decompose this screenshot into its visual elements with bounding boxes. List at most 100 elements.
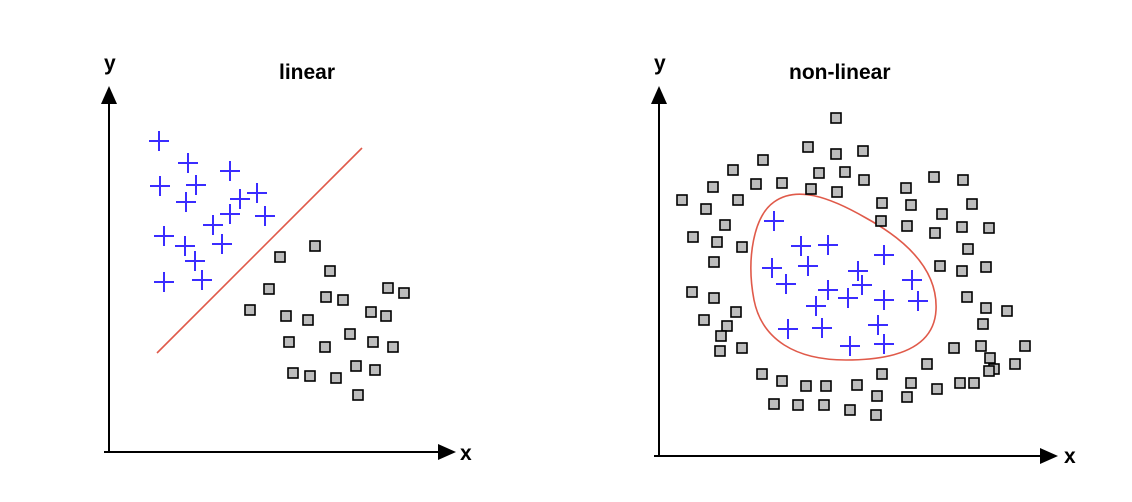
x-axis-label: x [460, 442, 472, 465]
plus-marker [791, 236, 811, 256]
plus-marker [176, 192, 196, 212]
square-marker [876, 197, 888, 209]
square-marker [700, 203, 712, 215]
plus-marker [203, 215, 223, 235]
plus-marker [798, 256, 818, 276]
square-marker [715, 330, 727, 342]
plus-marker [186, 175, 206, 195]
plus-marker [154, 226, 174, 246]
square-marker [961, 291, 973, 303]
plus-marker [848, 261, 868, 281]
square-marker [830, 112, 842, 124]
square-marker [708, 292, 720, 304]
panel-title: non-linear [789, 61, 891, 84]
square-marker [802, 141, 814, 153]
square-marker [839, 166, 851, 178]
plus-marker [874, 290, 894, 310]
non-linear-diagram: y non-linear x [651, 52, 1076, 468]
square-marker [844, 404, 856, 416]
y-axis-arrow-icon [101, 86, 117, 104]
square-marker [274, 251, 286, 263]
square-marker [382, 282, 394, 294]
square-marker [686, 286, 698, 298]
panel-non-linear: y non-linear x [566, 0, 1132, 502]
square-marker [730, 306, 742, 318]
square-marker [756, 368, 768, 380]
square-marker [757, 154, 769, 166]
square-marker [320, 291, 332, 303]
plus-marker [178, 153, 198, 173]
square-class-points [676, 112, 1031, 421]
plus-marker [874, 334, 894, 354]
linear-diagram: y linear x [101, 52, 472, 465]
plus-marker [840, 336, 860, 356]
square-marker [928, 171, 940, 183]
square-marker [687, 231, 699, 243]
plus-marker [192, 270, 212, 290]
y-axis-label: y [654, 52, 666, 75]
square-marker [962, 243, 974, 255]
square-marker [975, 340, 987, 352]
square-marker [324, 265, 336, 277]
x-axis-label: x [1064, 445, 1076, 468]
square-marker [708, 256, 720, 268]
square-marker [719, 219, 731, 231]
square-marker [876, 368, 888, 380]
square-marker [352, 389, 364, 401]
y-axis-arrow-icon [651, 86, 667, 104]
plus-marker [778, 319, 798, 339]
plus-class-points [149, 131, 275, 292]
plus-marker [220, 161, 240, 181]
square-marker [707, 181, 719, 193]
plus-marker [220, 204, 240, 224]
square-marker [676, 194, 688, 206]
plus-marker [150, 176, 170, 196]
plus-marker [185, 251, 205, 271]
plus-marker [175, 236, 195, 256]
square-marker [977, 318, 989, 330]
panel-linear: y linear x [101, 52, 472, 465]
linear-decision-boundary [156, 147, 363, 354]
square-marker [750, 178, 762, 190]
square-marker [956, 265, 968, 277]
plus-marker [255, 206, 275, 226]
square-marker [287, 367, 299, 379]
square-marker [776, 375, 788, 387]
square-marker [805, 183, 817, 195]
square-marker [732, 194, 744, 206]
square-marker [948, 342, 960, 354]
square-marker [857, 145, 869, 157]
square-marker [957, 174, 969, 186]
plus-marker [874, 245, 894, 265]
square-marker [736, 241, 748, 253]
square-marker [698, 314, 710, 326]
plus-marker [868, 315, 888, 335]
square-marker [1001, 305, 1013, 317]
square-marker [1009, 358, 1021, 370]
square-marker [387, 341, 399, 353]
plus-marker [230, 189, 250, 209]
panel-title: linear [279, 61, 335, 84]
square-marker [302, 314, 314, 326]
square-marker [905, 199, 917, 211]
square-marker [263, 283, 275, 295]
non-linear-decision-boundary [750, 193, 937, 361]
square-marker [905, 377, 917, 389]
plus-marker [818, 235, 838, 255]
plus-marker [762, 258, 782, 278]
square-marker [954, 377, 966, 389]
square-marker [934, 260, 946, 272]
square-marker [901, 391, 913, 403]
square-marker [983, 222, 995, 234]
square-marker [792, 399, 804, 411]
square-marker [929, 227, 941, 239]
square-marker [956, 221, 968, 233]
square-marker [768, 398, 780, 410]
square-marker [330, 372, 342, 384]
square-marker [727, 164, 739, 176]
plus-marker [149, 131, 169, 151]
square-marker [280, 310, 292, 322]
square-marker [820, 380, 832, 392]
square-marker [966, 198, 978, 210]
square-marker [858, 174, 870, 186]
